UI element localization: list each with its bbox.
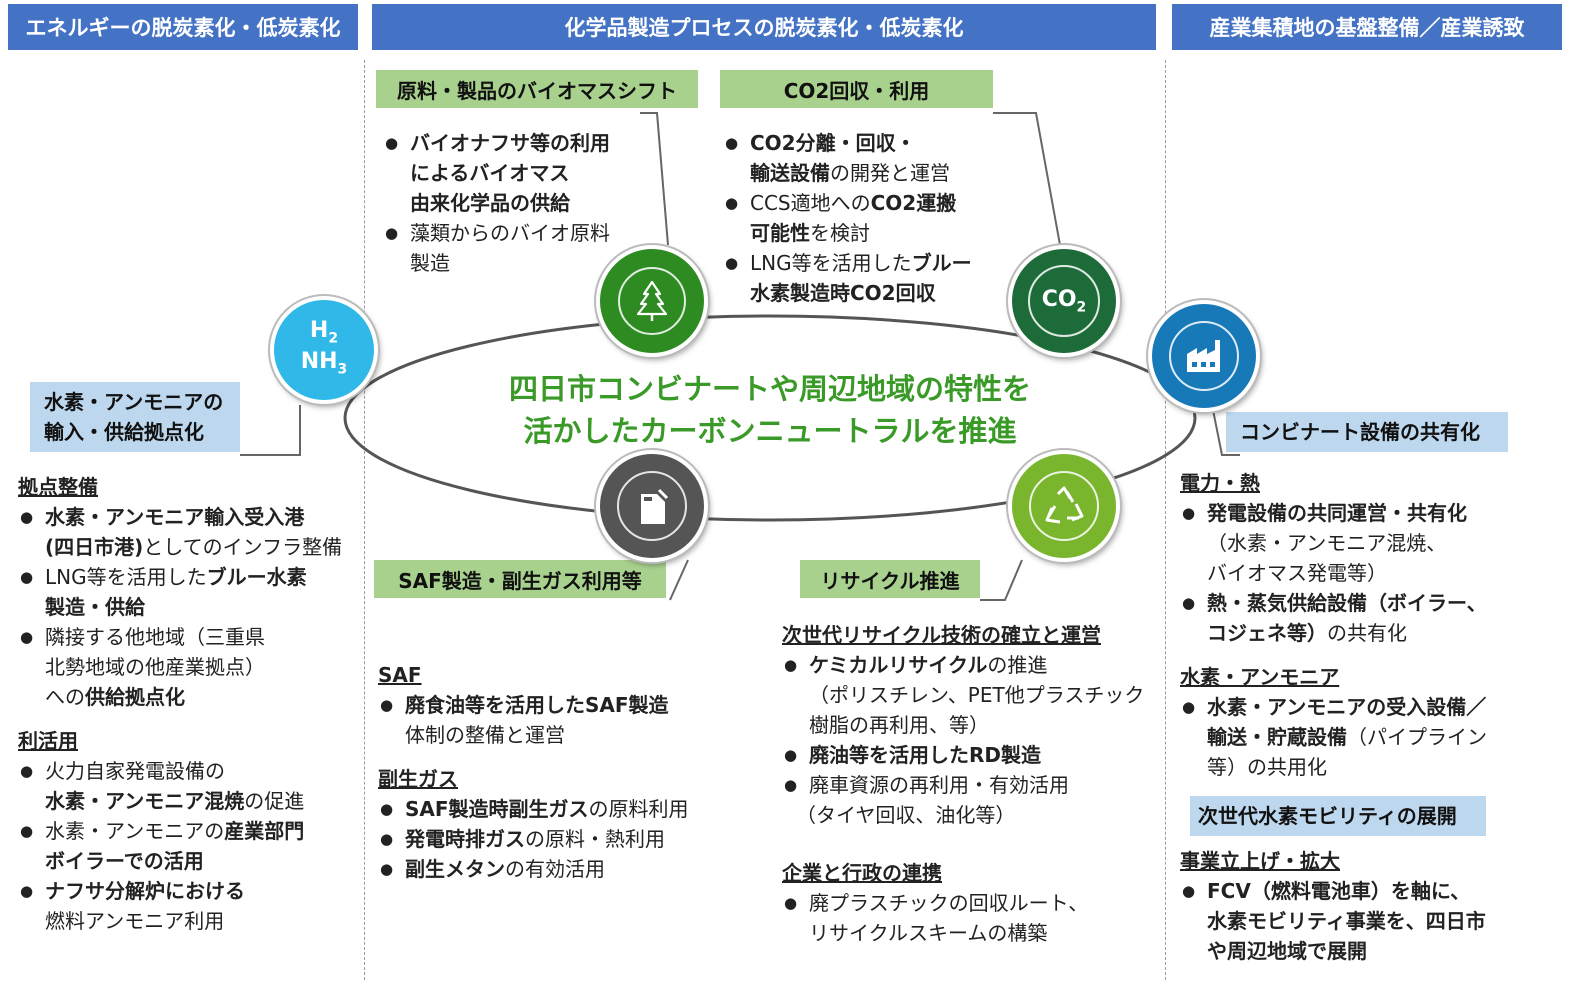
saf-item-2: SAF製造時副生ガスの原料利用 (378, 794, 689, 824)
left-item-2: LNG等を活用したブルー水素 (18, 562, 342, 592)
nh3-sub: 3 (337, 361, 348, 378)
tag-hydrogen-line1: 水素・アンモニアの (44, 390, 224, 414)
factory-icon (1187, 340, 1220, 372)
connector-saf (669, 559, 689, 601)
saf-details: SAF 廃食油等を活用したSAF製造 体制の整備と運営 副生ガス SAF製造時副… (378, 660, 689, 884)
hydrogen-details: 拠点整備 水素・アンモニア輸入受入港 (四日市港)としてのインフラ整備 LNG等… (18, 472, 342, 936)
tag-biomass: 原料・製品のバイオマスシフト (376, 70, 698, 108)
heading-utilization: 利活用 (18, 729, 78, 753)
fuel-can-icon (641, 488, 669, 524)
divider-left (364, 60, 365, 980)
infrastructure-details: 電力・熱 発電設備の共同運営・共有化 （水素・アンモニア混焼、 バイオマス発電等… (1180, 468, 1487, 782)
connector-share (1209, 394, 1240, 456)
factory-circle (1148, 300, 1260, 412)
biomass-item-1: バイオナフサ等の利用 (383, 128, 610, 158)
left-item-5: 水素・アンモニアの産業部門 (18, 816, 342, 846)
central-message: 四日市コンビナートや周辺地域の特性を 活かしたカーボンニュートラルを推進 (420, 368, 1120, 452)
tree-icon (636, 280, 668, 321)
heading-public-private: 企業と行政の連携 (782, 861, 942, 885)
heading-saf: SAF (378, 663, 422, 687)
recycle-item-4: 廃プラスチックの回収ルート、 (782, 888, 1144, 918)
h2-symbol: H (309, 317, 329, 343)
divider-right (1165, 60, 1166, 980)
heading-byproduct-gas: 副生ガス (378, 767, 458, 791)
tag-hydrogen-line2: 輸入・供給拠点化 (44, 420, 204, 444)
header-energy: エネルギーの脱炭素化・低炭素化 (8, 4, 358, 50)
saf-item-4: 副生メタンの有効活用 (378, 854, 689, 884)
biomass-circle (596, 245, 708, 357)
central-ellipse (343, 314, 1197, 522)
heading-business-launch: 事業立上げ・拡大 (1180, 849, 1340, 873)
tag-hydrogen-hub: 水素・アンモニアの 輸入・供給拠点化 (30, 382, 240, 452)
heading-next-gen-recycle: 次世代リサイクル技術の確立と運営 (782, 623, 1101, 647)
biomass-list: バイオナフサ等の利用 によるバイオマス 由来化学品の供給 藻類からのバイオ原料 … (383, 128, 610, 278)
co2-item-1: CO2分離・回収・ (723, 128, 972, 158)
central-line2: 活かしたカーボンニュートラルを推進 (523, 414, 1017, 448)
mobility-details: 事業立上げ・拡大 FCV（燃料電池車）を軸に、 水素モビリティ事業を、四日市 や… (1180, 846, 1486, 966)
recycle-details: 次世代リサイクル技術の確立と運営 ケミカルリサイクルの推進 （ポリスチレン、PE… (782, 620, 1144, 948)
right-item-4: FCV（燃料電池車）を軸に、 (1180, 876, 1486, 906)
right-item-1: 発電設備の共同運営・共有化 (1180, 498, 1487, 528)
left-item-3: 隣接する他地域（三重県 (18, 622, 342, 652)
tag-mobility: 次世代水素モビリティの展開 (1190, 796, 1486, 836)
saf-item-3: 発電時排ガスの原料・熱利用 (378, 824, 689, 854)
recycle-item-2: 廃油等を活用したRD製造 (782, 740, 1144, 770)
connector-co2 (993, 112, 1061, 246)
biomass-item-2: 藻類からのバイオ原料 (383, 218, 610, 248)
left-item-6: ナフサ分解炉における (18, 876, 342, 906)
right-item-2: 熱・蒸気供給設備（ボイラー、 (1180, 588, 1487, 618)
co2-item-2: CCS適地へのCO2運搬 (723, 188, 972, 218)
nh3-symbol: NH (300, 349, 338, 374)
connector-biomass (640, 112, 669, 246)
co2-label: CO (1041, 286, 1077, 312)
saf-item-1: 廃食油等を活用したSAF製造 (378, 690, 689, 720)
recycle-icon (1045, 486, 1084, 524)
recycle-circle (1008, 450, 1120, 562)
left-item-1: 水素・アンモニア輸入受入港 (18, 502, 342, 532)
heading-base-development: 拠点整備 (18, 475, 98, 499)
left-item-4: 火力自家発電設備の (18, 756, 342, 786)
fuel-circle (596, 450, 708, 562)
co2-circle: CO2 (1008, 245, 1120, 357)
header-industry: 産業集積地の基盤整備／産業誘致 (1172, 4, 1562, 50)
tag-co2: CO2回収・利用 (720, 70, 993, 108)
co2-list: CO2分離・回収・ 輸送設備の開発と運営 CCS適地へのCO2運搬 可能性を検討… (723, 128, 972, 308)
tag-share: コンビナート設備の共有化 (1226, 412, 1508, 452)
co2-sub: 2 (1076, 299, 1087, 316)
header-chemical: 化学品製造プロセスの脱炭素化・低炭素化 (372, 4, 1156, 50)
h2-sub: 2 (328, 330, 339, 346)
recycle-item-1: ケミカルリサイクルの推進 (782, 650, 1144, 680)
right-item-3: 水素・アンモニアの受入設備／ (1180, 692, 1487, 722)
heading-hydrogen-ammonia: 水素・アンモニア (1180, 665, 1340, 689)
recycle-item-3: 廃車資源の再利用・有効活用 (782, 770, 1144, 800)
tag-saf: SAF製造・副生ガス利用等 (374, 560, 666, 598)
connector-recycle (980, 559, 1023, 601)
connector-hydrogen (240, 405, 301, 456)
central-line1: 四日市コンビナートや周辺地域の特性を (508, 372, 1031, 406)
tag-recycle: リサイクル推進 (800, 560, 980, 598)
hydrogen-icon: H2 NH3 (270, 296, 378, 404)
co2-item-3: LNG等を活用したブルー (723, 248, 972, 278)
heading-power-heat: 電力・熱 (1180, 471, 1260, 495)
